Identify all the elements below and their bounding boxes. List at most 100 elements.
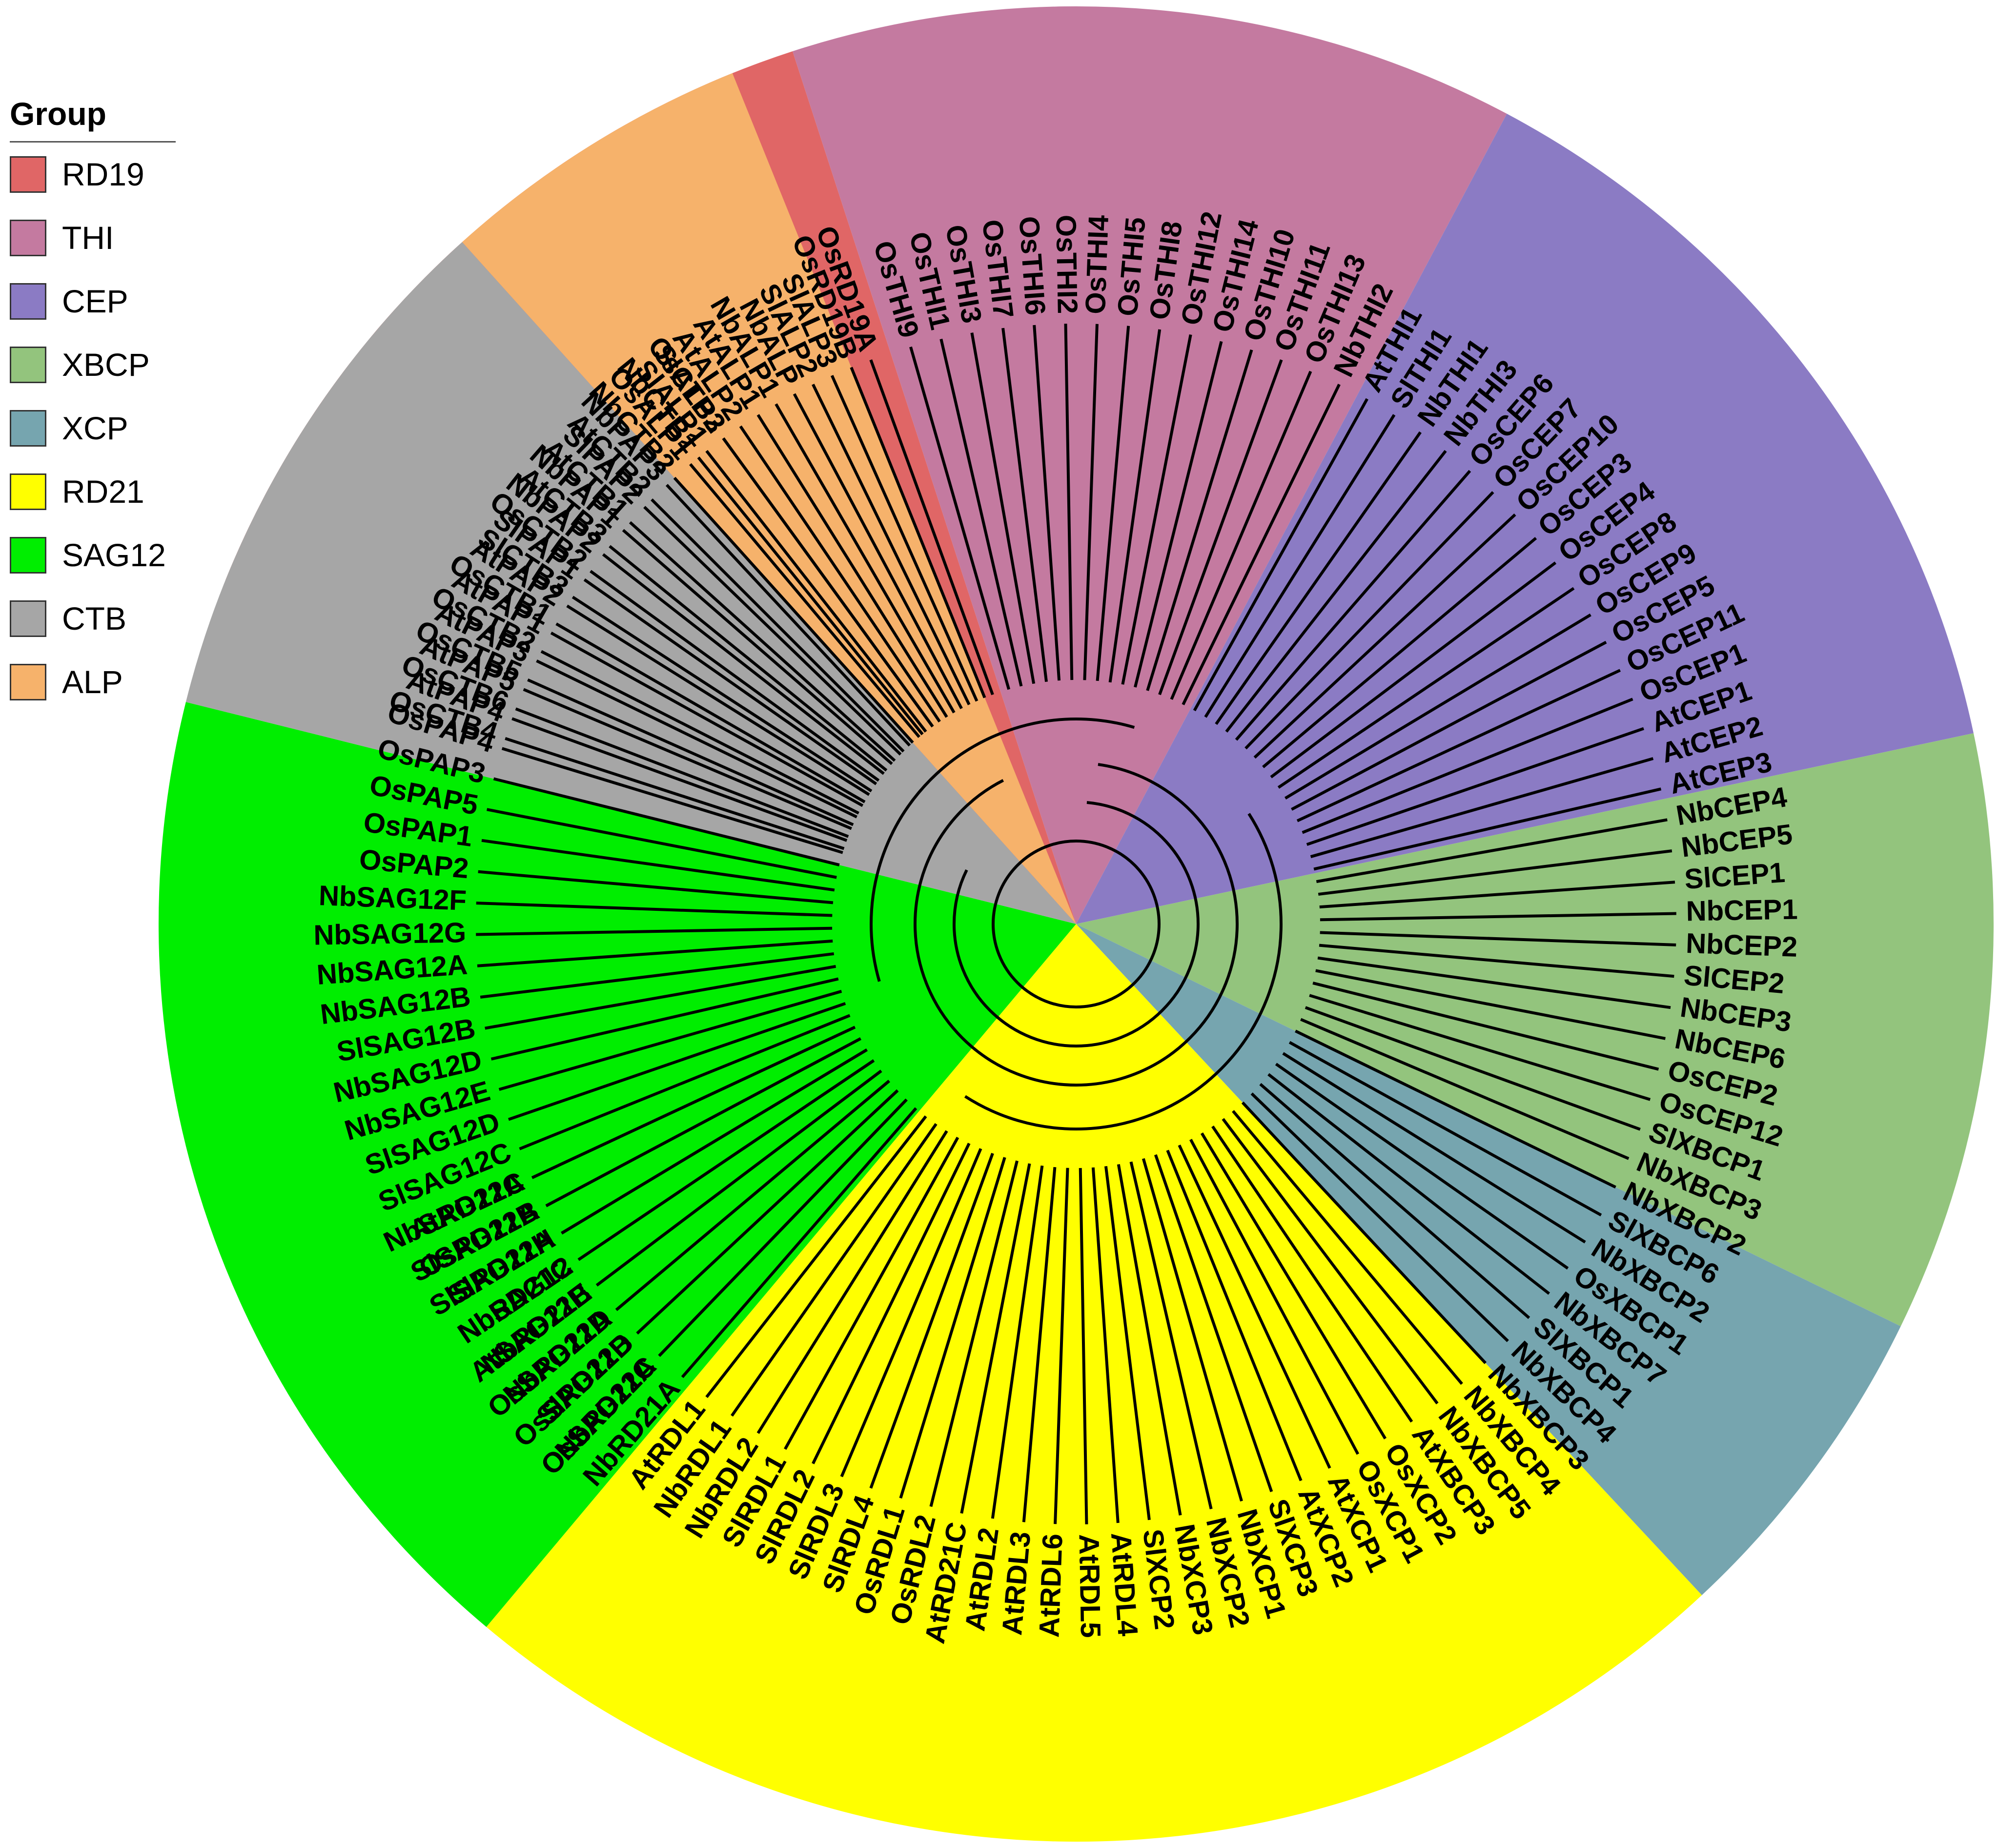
branch — [1134, 341, 1223, 688]
branch — [1170, 370, 1312, 700]
branch — [571, 595, 873, 793]
branch — [1277, 587, 1575, 789]
legend-swatch — [10, 283, 46, 320]
branch — [622, 529, 893, 765]
internal-arc — [992, 840, 1161, 1008]
branch — [830, 375, 979, 702]
legend-item-xbcp: XBCP — [10, 333, 185, 396]
branch — [1193, 398, 1368, 712]
leaf-label: AtRDL5 — [1073, 1534, 1106, 1638]
legend-swatch — [10, 473, 46, 510]
branch — [1182, 384, 1341, 705]
branch — [1121, 334, 1192, 685]
legend-label: CTB — [62, 600, 126, 637]
branch — [523, 688, 852, 830]
sector-sag12 — [159, 702, 1076, 1627]
branch — [481, 839, 835, 892]
leaf-label: NbSAG12F — [318, 880, 467, 917]
branch — [1318, 849, 1672, 896]
branch — [519, 1014, 851, 1150]
branch — [850, 367, 986, 698]
branch — [731, 1123, 938, 1417]
branch — [1166, 1150, 1303, 1481]
leaf-label: OsTHI4 — [1080, 215, 1115, 315]
branch — [939, 338, 1023, 687]
leaf-label: NbCEP1 — [1686, 894, 1798, 927]
branch — [577, 1059, 875, 1261]
legend-label: RD19 — [62, 156, 144, 192]
branch — [1312, 982, 1659, 1071]
branch — [595, 1069, 882, 1287]
branch — [722, 437, 934, 728]
branch — [1033, 325, 1061, 681]
branch — [651, 498, 905, 753]
branch — [665, 484, 911, 747]
branch — [1235, 470, 1471, 741]
legend-label: XCP — [62, 410, 128, 446]
branch — [1302, 698, 1633, 834]
legend-title: Group — [10, 95, 176, 143]
branch — [1091, 1167, 1120, 1523]
leaf-label: NbCEP2 — [1685, 927, 1798, 963]
branch — [1054, 1168, 1069, 1524]
branch — [1064, 324, 1074, 680]
sector-xcp — [1076, 924, 1901, 1595]
branch — [583, 578, 877, 785]
branch — [1129, 1161, 1213, 1510]
branch — [550, 632, 864, 807]
legend-swatch — [10, 410, 46, 447]
branch — [536, 659, 857, 819]
branch — [1296, 669, 1621, 822]
branch — [531, 1026, 856, 1179]
branch — [784, 1136, 959, 1450]
branch — [555, 622, 866, 803]
branch — [1316, 818, 1668, 883]
branch — [689, 463, 920, 738]
branch — [1250, 1092, 1509, 1342]
legend-swatch — [10, 600, 46, 637]
branch — [775, 403, 956, 714]
branch — [1284, 613, 1591, 800]
branch — [991, 1165, 1044, 1519]
branch — [1022, 1167, 1057, 1522]
legend-item-rd21: RD21 — [10, 460, 185, 523]
legend-item-ctb: CTB — [10, 587, 185, 650]
branch — [812, 384, 971, 705]
branch — [1001, 328, 1048, 682]
branch — [1232, 1110, 1463, 1385]
branch — [485, 965, 836, 1030]
sector-xbcp — [1076, 733, 1994, 1327]
branch — [643, 506, 902, 756]
branch — [487, 808, 837, 879]
legend-swatch — [10, 536, 46, 574]
branch — [909, 346, 1011, 690]
internal-arc — [914, 761, 1239, 1087]
internal-arc — [953, 801, 1200, 1047]
branch — [1262, 537, 1537, 768]
legend-swatch — [10, 346, 46, 383]
internal-arc — [870, 718, 1283, 1130]
branch — [1288, 1041, 1602, 1216]
branch — [960, 1163, 1031, 1514]
branch — [476, 926, 833, 936]
branch — [1178, 1144, 1331, 1469]
legend-label: THI — [62, 220, 114, 256]
branch — [869, 359, 994, 696]
branch — [615, 1080, 890, 1311]
branch — [1317, 956, 1671, 1009]
sector-ctb — [185, 242, 1077, 924]
branch — [1313, 787, 1662, 871]
branch — [493, 777, 840, 866]
branch — [1154, 1154, 1273, 1492]
branch — [793, 393, 963, 709]
branch — [1291, 640, 1607, 811]
branch — [636, 1089, 899, 1335]
branch — [1310, 757, 1654, 859]
branch — [1241, 1101, 1487, 1364]
branch — [1079, 1168, 1088, 1524]
branch — [1189, 1139, 1360, 1455]
leaf-label: NbSAG12G — [313, 917, 467, 951]
branch — [1117, 1164, 1182, 1516]
branch — [566, 604, 870, 796]
branch — [1222, 1118, 1439, 1405]
